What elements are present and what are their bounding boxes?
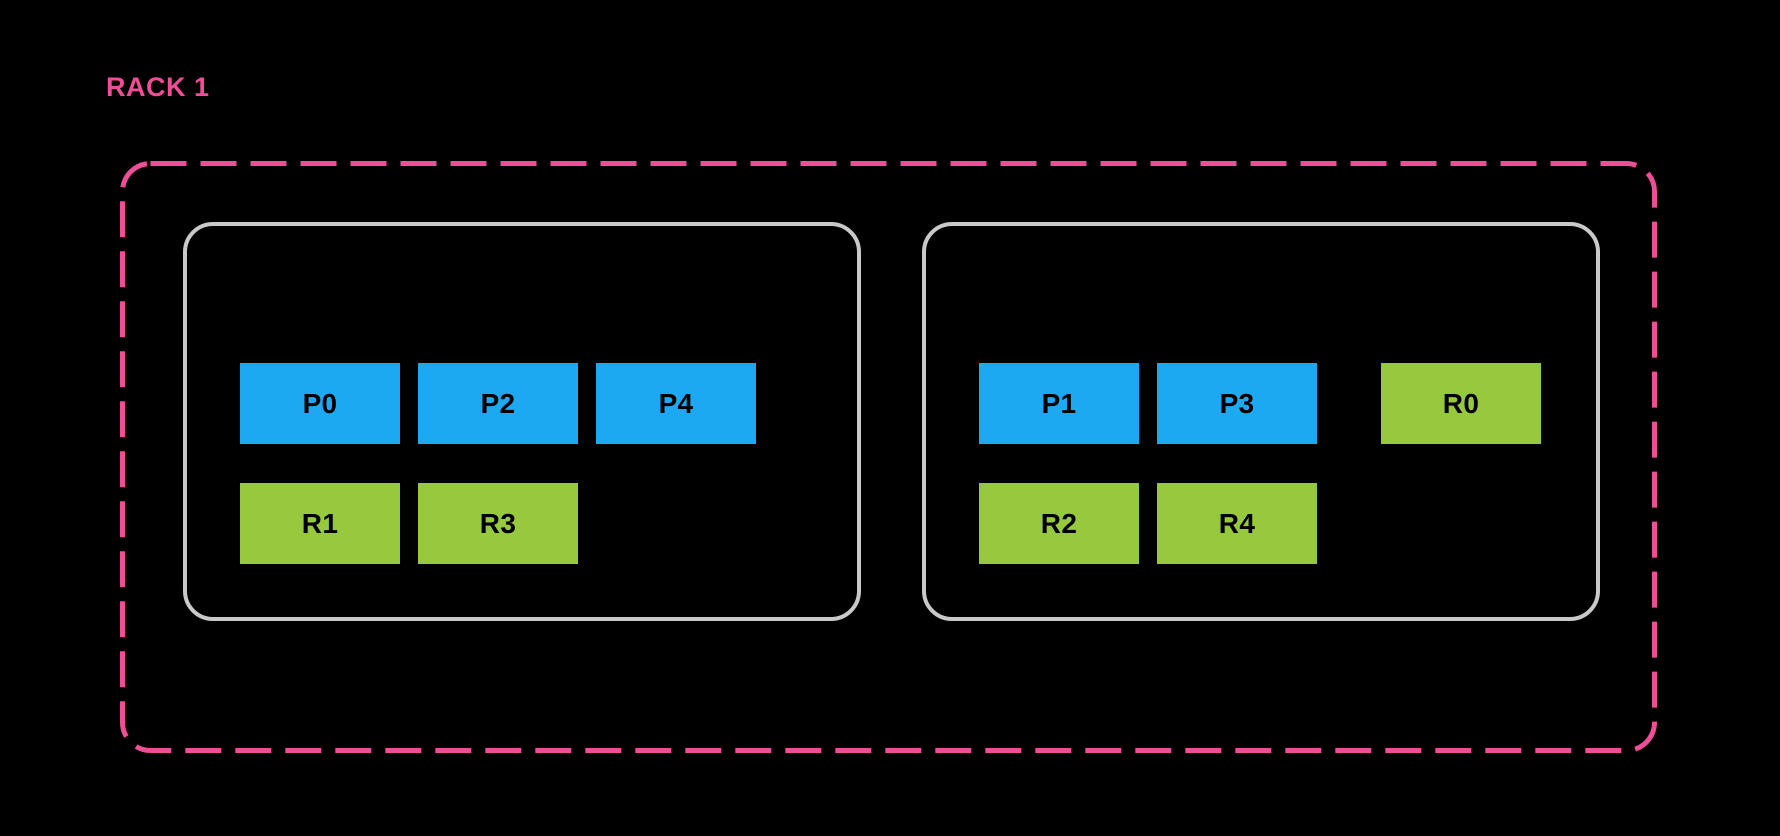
node-container-right [922, 222, 1600, 621]
rack-unit-r2[interactable]: R2 [979, 483, 1139, 564]
rack-unit-r4[interactable]: R4 [1157, 483, 1317, 564]
rack-unit-r1[interactable]: R1 [240, 483, 400, 564]
rack-unit-p3[interactable]: P3 [1157, 363, 1317, 444]
rack-unit-p2[interactable]: P2 [418, 363, 578, 444]
rack-unit-p0[interactable]: P0 [240, 363, 400, 444]
rack-label: RACK 1 [106, 72, 210, 102]
rack-unit-p4[interactable]: P4 [596, 363, 756, 444]
rack-unit-p1[interactable]: P1 [979, 363, 1139, 444]
node-container-left [183, 222, 861, 621]
rack-unit-r0[interactable]: R0 [1381, 363, 1541, 444]
rack-unit-r3[interactable]: R3 [418, 483, 578, 564]
